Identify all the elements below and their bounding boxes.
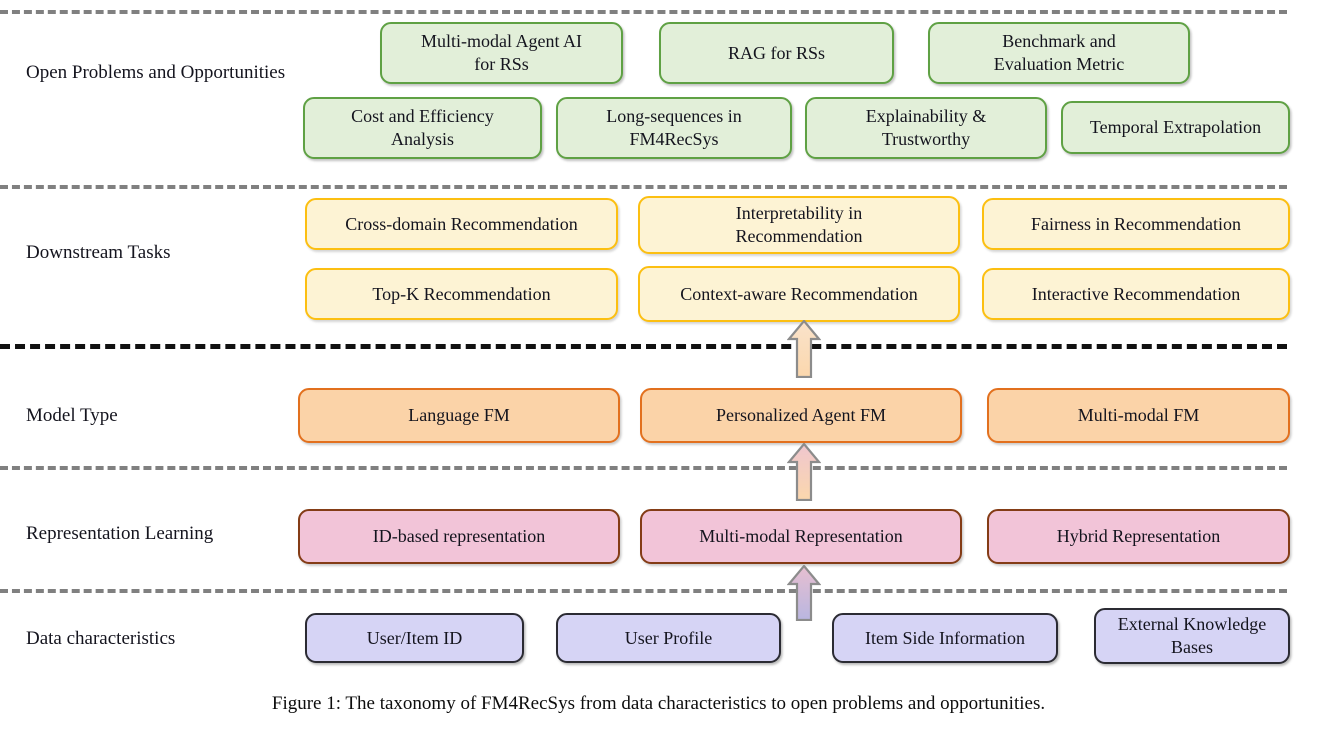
divider-downstream-model: [0, 344, 1287, 349]
node-language-fm[interactable]: Language FM: [298, 388, 620, 443]
node-line2: Bases: [1170, 637, 1213, 657]
node-line1: Multi-modal Representation: [699, 526, 903, 546]
node-line1: Long-sequences in: [606, 106, 742, 126]
node-temporal-extrapolation[interactable]: Temporal Extrapolation: [1061, 101, 1290, 154]
node-line1: Temporal Extrapolation: [1089, 117, 1262, 137]
node-benchmark-and-evaluation-metric[interactable]: Benchmark and Evaluation Metric: [928, 22, 1190, 84]
arrow-data-to-representation-icon: [787, 565, 821, 621]
node-line1: Multi-modal FM: [1077, 405, 1200, 425]
node-external-knowledge-bases[interactable]: External Knowledge Bases: [1094, 608, 1290, 664]
node-line1: Cross-domain Recommendation: [345, 213, 578, 234]
node-line1: Top-K Recommendation: [372, 283, 551, 304]
row-label-open-problems: Open Problems and Opportunities: [26, 60, 296, 86]
node-line1: Item Side Information: [865, 627, 1025, 648]
row-label-downstream-tasks: Downstream Tasks: [26, 242, 171, 263]
node-hybrid-representation[interactable]: Hybrid Representation: [987, 509, 1290, 564]
node-multi-modal-representation[interactable]: Multi-modal Representation: [640, 509, 962, 564]
figure-caption: Figure 1: The taxonomy of FM4RecSys from…: [271, 693, 1046, 714]
node-line2: for RSs: [474, 54, 529, 74]
node-top-k-recommendation[interactable]: Top-K Recommendation: [305, 268, 618, 320]
divider-open-problems-downstream: [0, 185, 1287, 189]
node-line1: ID-based representation: [372, 526, 546, 546]
node-context-aware-recommendation[interactable]: Context-aware Recommendation: [638, 266, 960, 322]
node-id-based-representation[interactable]: ID-based representation: [298, 509, 620, 564]
arrow-representation-to-model-icon: [787, 443, 821, 501]
node-line1: Benchmark and: [1002, 31, 1116, 51]
node-interpretability-in-recommendation[interactable]: Interpretability in Recommendation: [638, 196, 960, 254]
row-label-open-problems-line2: Opportunities: [180, 62, 286, 83]
node-line1: RAG for RSs: [727, 42, 825, 63]
node-item-side-information[interactable]: Item Side Information: [832, 613, 1058, 663]
node-line1: Multi-modal Agent AI: [421, 31, 582, 51]
node-line1: Personalized Agent FM: [716, 405, 886, 425]
node-explainability-and-trustworthy[interactable]: Explainability & Trustworthy: [805, 97, 1047, 159]
node-line1: User Profile: [624, 627, 713, 648]
node-cost-and-efficiency-analysis[interactable]: Cost and Efficiency Analysis: [303, 97, 542, 159]
node-line2: Recommendation: [735, 226, 863, 246]
divider-representation-data: [0, 589, 1287, 593]
node-line1: Fairness in Recommendation: [1031, 213, 1241, 234]
node-personalized-agent-fm[interactable]: Personalized Agent FM: [640, 388, 962, 443]
node-user-profile[interactable]: User Profile: [556, 613, 781, 663]
node-line1: Context-aware Recommendation: [680, 283, 918, 304]
node-line1: Explainability &: [865, 106, 987, 126]
arrow-model-to-downstream-icon: [787, 320, 821, 378]
node-multi-modal-fm[interactable]: Multi-modal FM: [987, 388, 1290, 443]
node-line1: Cost and Efficiency: [351, 106, 494, 126]
node-line2: Analysis: [390, 129, 454, 149]
row-label-data-characteristics: Data characteristics: [26, 628, 176, 649]
node-line1: Language FM: [408, 405, 510, 425]
node-line1: External Knowledge: [1117, 614, 1267, 634]
row-label-representation-learning: Representation Learning: [26, 523, 214, 544]
divider-model-representation: [0, 466, 1287, 470]
node-line1: Interactive Recommendation: [1031, 283, 1241, 304]
node-multimodal-agent-ai-for-rss[interactable]: Multi-modal Agent AI for RSs: [380, 22, 623, 84]
row-label-model-type: Model Type: [26, 405, 118, 426]
node-line1: Hybrid Representation: [1056, 526, 1221, 546]
node-line2: Trustworthy: [881, 129, 971, 149]
node-fairness-in-recommendation[interactable]: Fairness in Recommendation: [982, 198, 1290, 250]
node-line2: FM4RecSys: [629, 129, 719, 149]
node-interactive-recommendation[interactable]: Interactive Recommendation: [982, 268, 1290, 320]
node-line2: Evaluation Metric: [993, 54, 1125, 74]
node-rag-for-rss[interactable]: RAG for RSs: [659, 22, 894, 84]
node-long-sequences-in-fm4recsys[interactable]: Long-sequences in FM4RecSys: [556, 97, 792, 159]
node-cross-domain-recommendation[interactable]: Cross-domain Recommendation: [305, 198, 618, 250]
node-user-item-id[interactable]: User/Item ID: [305, 613, 524, 663]
node-line1: User/Item ID: [366, 627, 463, 648]
divider-top: [0, 10, 1287, 14]
row-label-open-problems-line1: Open Problems and: [26, 62, 176, 83]
node-line1: Interpretability in: [735, 203, 863, 223]
